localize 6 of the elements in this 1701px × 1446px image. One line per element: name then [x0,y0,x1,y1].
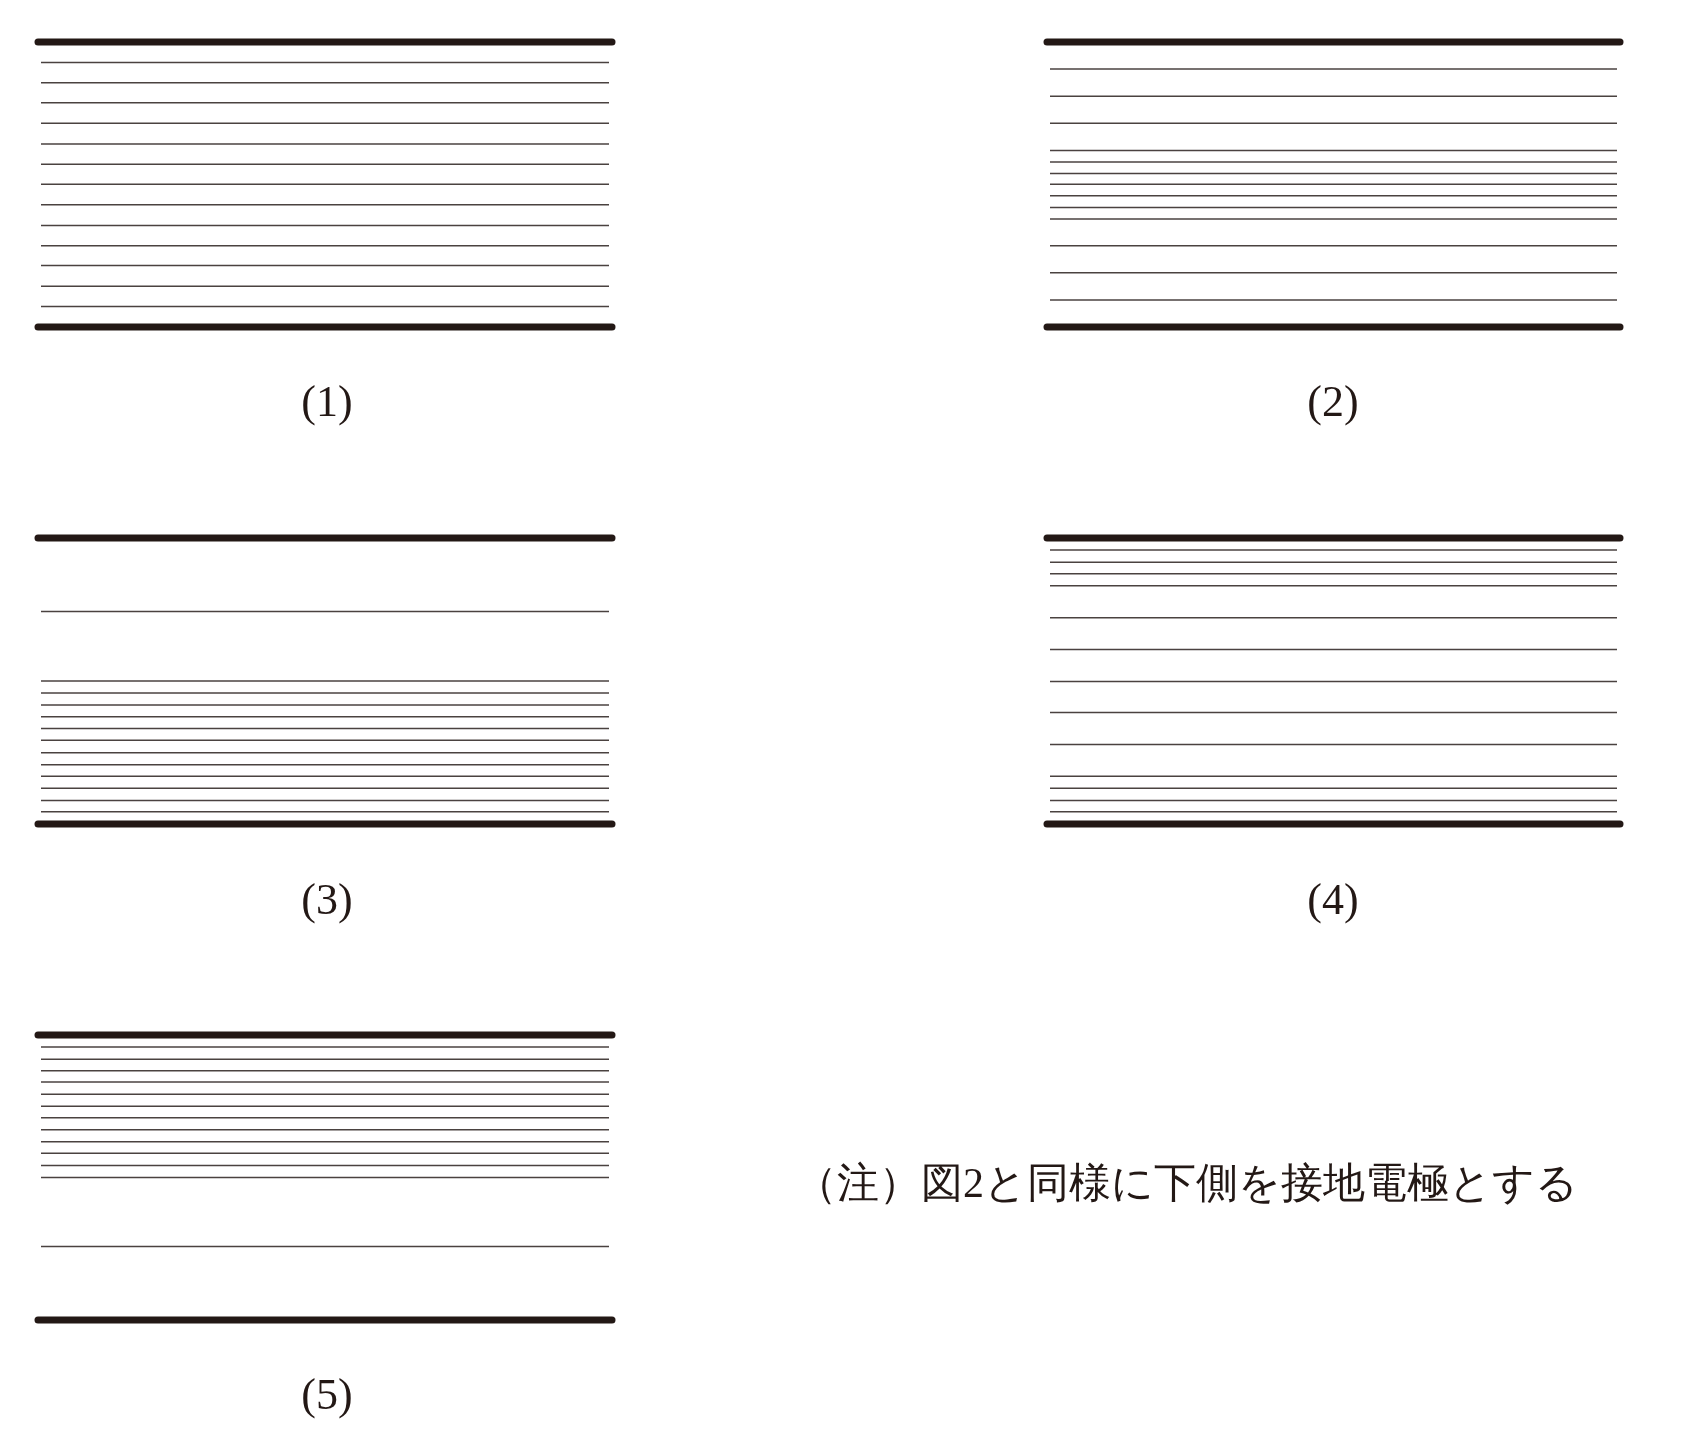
option-label: (2) [1307,380,1359,424]
option-label: (3) [301,878,353,922]
option-label: (4) [1307,878,1359,922]
option-label: (5) [301,1373,353,1417]
note-text: （注）図2と同様に下側を接地電極とする [795,1162,1578,1204]
option-label: (1) [301,380,353,424]
